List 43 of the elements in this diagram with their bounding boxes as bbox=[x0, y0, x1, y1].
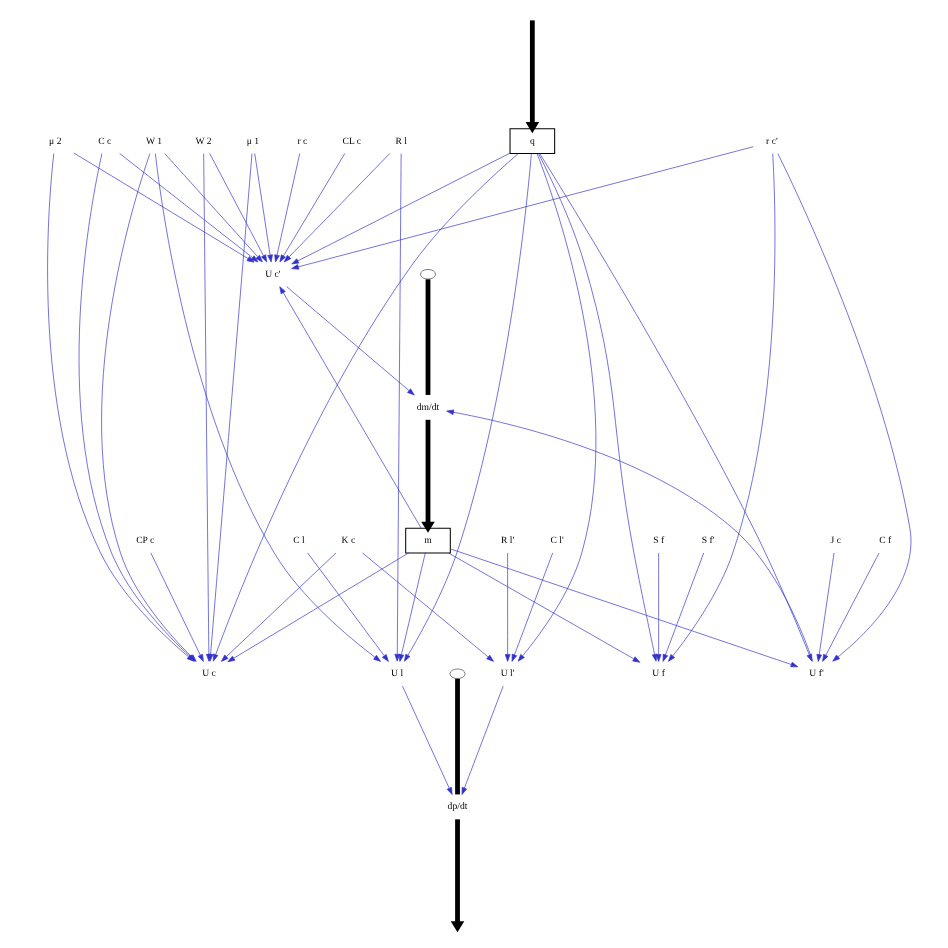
arrow bbox=[448, 552, 641, 663]
arrow bbox=[209, 153, 268, 263]
arrow bbox=[504, 552, 511, 662]
arrow bbox=[822, 552, 880, 662]
node-cloud bbox=[449, 668, 466, 679]
arrow bbox=[525, 20, 540, 134]
arrow bbox=[119, 153, 259, 263]
arrow bbox=[538, 153, 658, 662]
arrow bbox=[291, 146, 754, 270]
arrow bbox=[668, 153, 776, 662]
arrow bbox=[286, 286, 415, 396]
arrow bbox=[421, 419, 435, 533]
arrow bbox=[279, 153, 346, 263]
arrow bbox=[446, 409, 814, 662]
arrow bbox=[461, 685, 504, 795]
arrow bbox=[539, 153, 813, 662]
arrow bbox=[517, 153, 597, 662]
arrow bbox=[291, 152, 511, 265]
arrow bbox=[362, 552, 494, 662]
arrow bbox=[511, 552, 553, 662]
connector bbox=[425, 279, 431, 395]
arrow bbox=[402, 685, 453, 795]
node-cloud bbox=[420, 269, 436, 280]
arrow bbox=[450, 548, 799, 668]
arrow bbox=[816, 552, 835, 662]
arrow bbox=[73, 152, 255, 263]
arrow bbox=[777, 153, 912, 662]
arrow bbox=[662, 552, 705, 662]
arrow bbox=[307, 552, 389, 662]
connector bbox=[455, 678, 460, 795]
arrow bbox=[655, 552, 662, 662]
arrow bbox=[398, 552, 426, 662]
arrow bbox=[450, 819, 465, 932]
arrow bbox=[221, 552, 337, 662]
arrow bbox=[274, 153, 301, 263]
arrow bbox=[254, 153, 273, 263]
arrow bbox=[279, 286, 422, 529]
arrow bbox=[283, 153, 391, 263]
arrow bbox=[394, 153, 402, 662]
arrow bbox=[227, 552, 409, 663]
arrow bbox=[164, 153, 263, 263]
arrow bbox=[212, 153, 519, 662]
arrow bbox=[404, 153, 532, 662]
